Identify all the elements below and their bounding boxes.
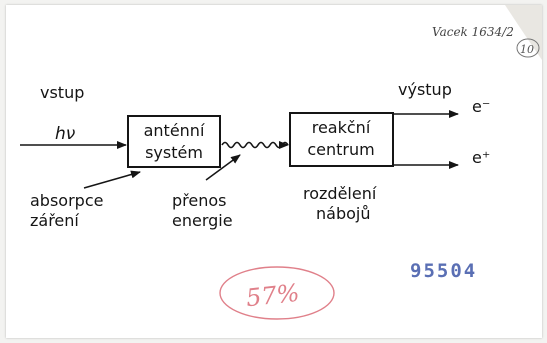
reaction-line2: centrum xyxy=(307,140,374,159)
reaction-center-box xyxy=(289,112,394,167)
separation-line1: rozdělení xyxy=(303,184,377,203)
positive-label: e⁺ xyxy=(472,148,490,167)
transfer-line1: přenos xyxy=(172,191,227,210)
corner-circle xyxy=(516,38,540,58)
corner-mark: 10 xyxy=(520,43,534,56)
input-label: vstup xyxy=(40,83,84,102)
separation-line2: nábojů xyxy=(316,204,370,223)
antenna-line2: systém xyxy=(145,143,203,162)
transfer-pointer xyxy=(205,154,241,181)
antenna-system-box xyxy=(127,115,221,168)
red-oval-stamp xyxy=(219,266,335,320)
reference-note: Vacek 1634/2 xyxy=(432,25,514,39)
reaction-line1: reakční xyxy=(312,118,371,137)
blue-number-stamp: 95504 xyxy=(410,260,477,282)
absorption-line2: záření xyxy=(30,211,79,230)
antenna-line1: anténní xyxy=(144,121,205,140)
energy-transfer-wave xyxy=(221,135,289,149)
transfer-line2: energie xyxy=(172,211,233,230)
electron-label: e⁻ xyxy=(472,97,490,116)
absorption-pointer xyxy=(83,170,141,189)
photon-label: hν xyxy=(55,124,76,144)
paper-sheet xyxy=(6,5,542,338)
folded-corner xyxy=(505,5,542,60)
absorption-line1: absorpce xyxy=(30,191,103,210)
output-label: výstup xyxy=(398,80,452,99)
red-stamp-text: 57% xyxy=(245,279,301,312)
